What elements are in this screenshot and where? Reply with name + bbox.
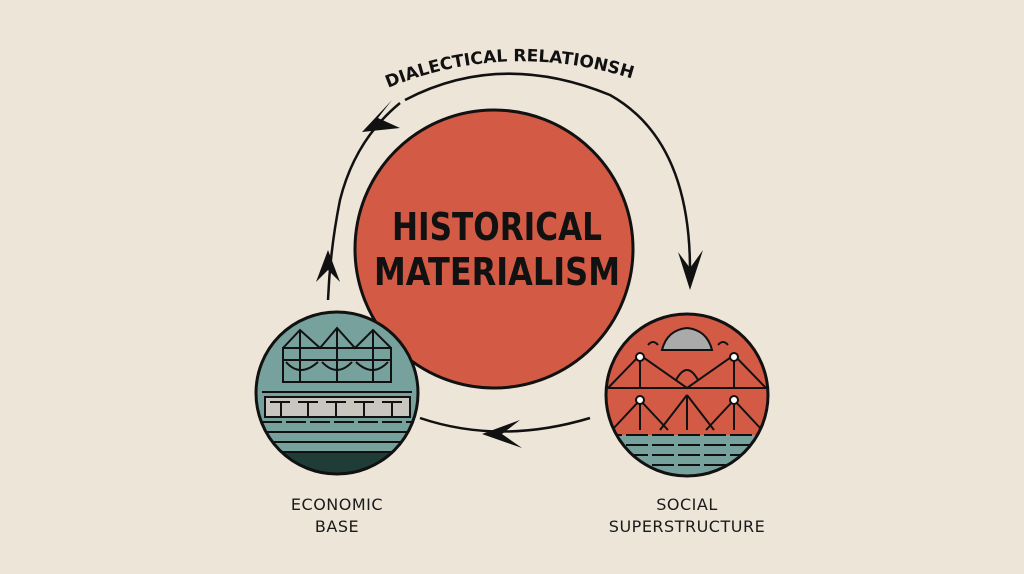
- economic-base-label: ECONOMIC BASE: [257, 494, 417, 538]
- center-circle: [353, 108, 635, 390]
- social-superstructure-icon: [604, 312, 770, 478]
- center-title-line2: MATERIALISM: [374, 250, 620, 294]
- arrow-icon: [482, 420, 522, 448]
- center-title-line1: HISTORICAL: [392, 205, 602, 249]
- social-superstructure-line2: SUPERSTRUCTURE: [608, 517, 766, 536]
- social-superstructure-line1: SOCIAL: [656, 495, 718, 514]
- cycle-label: DIALECTICAL RELATIONSHIP: [0, 0, 636, 93]
- economic-base-icon: [254, 310, 420, 476]
- arrow-icon: [316, 250, 340, 282]
- arc-top: [404, 72, 692, 271]
- arrow-icon: [362, 100, 400, 132]
- social-superstructure-label: SOCIAL SUPERSTRUCTURE: [597, 494, 777, 538]
- economic-base-line1: ECONOMIC: [290, 495, 384, 514]
- economic-base-line2: BASE: [314, 517, 360, 536]
- arrow-icon: [678, 250, 703, 290]
- arrowheads: [316, 100, 703, 448]
